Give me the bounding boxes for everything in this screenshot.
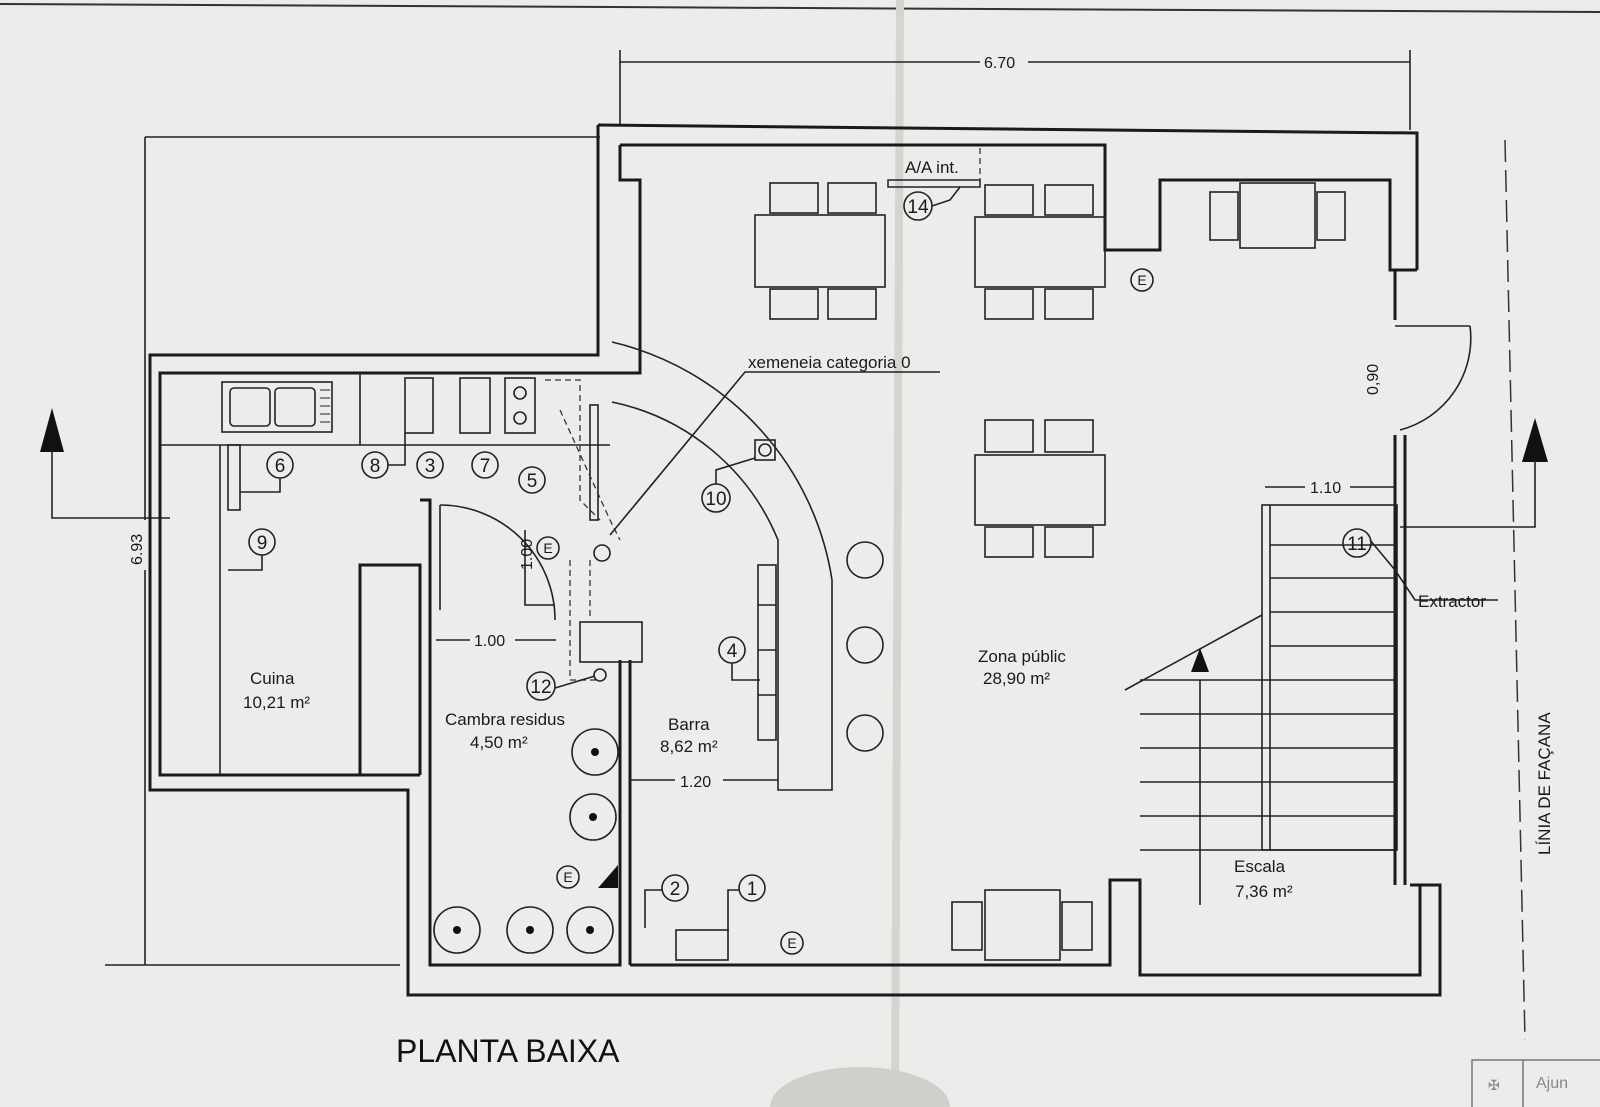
extractor-leader: [1369, 539, 1498, 601]
room-barra-name: Barra: [668, 715, 710, 734]
aa-unit: A/A int.: [887, 148, 981, 188]
svg-text:10: 10: [705, 489, 726, 510]
walls: [148, 123, 1442, 997]
xemeneia-leader: [609, 371, 940, 536]
svg-text:9: 9: [257, 533, 268, 554]
extractor-label: Extractor: [1418, 592, 1486, 611]
bar-stools: [846, 541, 884, 752]
section-arrow-right: [1400, 418, 1548, 528]
stamp-box: ✠ Ajun: [1471, 1059, 1600, 1107]
svg-text:E: E: [1137, 272, 1146, 288]
svg-text:12: 12: [530, 677, 551, 698]
dim-barra-label: 1.20: [680, 774, 711, 791]
dim-height-label: 6.93: [129, 534, 146, 565]
plan-title: PLANTA BAIXA: [396, 1033, 620, 1069]
extinguisher-icon: E: [536, 536, 560, 560]
callout-6: 6: [240, 451, 294, 493]
svg-text:8: 8: [370, 456, 381, 477]
room-cuina-area: 10,21 m²: [243, 693, 310, 712]
chimney-icon: [593, 544, 611, 562]
room-zona-area: 28,90 m²: [983, 669, 1050, 688]
seal-icon: ✠: [1488, 1077, 1500, 1093]
kitchen-door[interactable]: 1.00: [439, 504, 556, 621]
callout-14: 14: [903, 186, 961, 221]
svg-text:E: E: [543, 540, 552, 556]
callout-1: 1: [727, 874, 766, 932]
svg-text:3: 3: [425, 456, 436, 477]
room-cambra-name: Cambra residus: [445, 710, 565, 729]
svg-text:14: 14: [907, 197, 929, 218]
svg-text:2: 2: [670, 879, 681, 900]
dim-stair-label: 1.10: [1310, 480, 1341, 497]
callout-5: 5: [518, 466, 546, 494]
sink-unit: [579, 621, 643, 663]
svg-text:4: 4: [727, 641, 738, 662]
extinguisher-icon: E: [780, 931, 804, 955]
svg-text:E: E: [787, 935, 796, 951]
callouts: 1 2 3 4 5 6 7 8 9 10 11 12 14: [228, 186, 1372, 932]
aa-label: A/A int.: [905, 158, 959, 177]
svg-text:1: 1: [747, 879, 758, 900]
svg-text:E: E: [563, 869, 572, 885]
dim-width-label: 6.70: [984, 55, 1015, 72]
dim-kitchen-door-label: 1.00: [519, 539, 536, 570]
finger-shadow: [770, 1067, 950, 1107]
facade-label: LÍNIA DE FAÇANA: [1535, 712, 1554, 855]
entrance-door[interactable]: 0,90: [1365, 325, 1472, 431]
extinguisher-icon: E: [1130, 268, 1154, 292]
svg-text:11: 11: [1347, 534, 1367, 555]
dining-tables: [754, 182, 1346, 961]
kitchen-equipment: [221, 373, 621, 681]
dimension-width: 6.70: [619, 50, 1411, 130]
callout-7: 7: [471, 451, 499, 479]
extinguisher-icon: E: [556, 865, 580, 889]
sheet-edge: [0, 3, 1600, 13]
stamp-text: Ajun: [1536, 1075, 1568, 1092]
callout-9: 9: [228, 528, 276, 571]
hand-sink: [675, 929, 729, 961]
dimension-height: 6.93: [105, 136, 600, 966]
waste-bins: [433, 728, 619, 954]
callout-3: 3: [416, 451, 444, 479]
dim-door-label: 0,90: [1365, 364, 1382, 395]
callout-11: 11: [1342, 528, 1372, 558]
dim-cambra: 1.00: [436, 630, 556, 650]
room-zona-name: Zona públic: [978, 647, 1066, 666]
section-arrow-left: [40, 408, 170, 519]
svg-text:6: 6: [275, 456, 286, 477]
extinguisher-icons: E E E E: [536, 268, 1154, 955]
paper-fold: [891, 0, 904, 1107]
stair-marker: [598, 865, 618, 888]
room-cambra-area: 4,50 m²: [470, 733, 528, 752]
callout-4: 4: [718, 636, 760, 681]
callout-8: 8: [361, 433, 406, 479]
callout-12: 12: [526, 668, 607, 701]
room-escala-name: Escala: [1234, 857, 1286, 876]
dim-cambra-label: 1.00: [474, 633, 505, 650]
callout-10: 10: [701, 457, 756, 513]
svg-text:5: 5: [527, 471, 538, 492]
room-cuina-name: Cuina: [250, 669, 295, 688]
svg-text:7: 7: [480, 456, 491, 477]
callout-2: 2: [644, 874, 689, 928]
staircase: 1.10: [1124, 477, 1398, 905]
facade-line: [1504, 139, 1526, 1041]
room-barra-area: 8,62 m²: [660, 737, 718, 756]
xemeneia-label: xemeneia categoria 0: [748, 353, 911, 372]
room-escala-area: 7,36 m²: [1235, 882, 1293, 901]
bar-counter: 1.20: [611, 341, 833, 791]
